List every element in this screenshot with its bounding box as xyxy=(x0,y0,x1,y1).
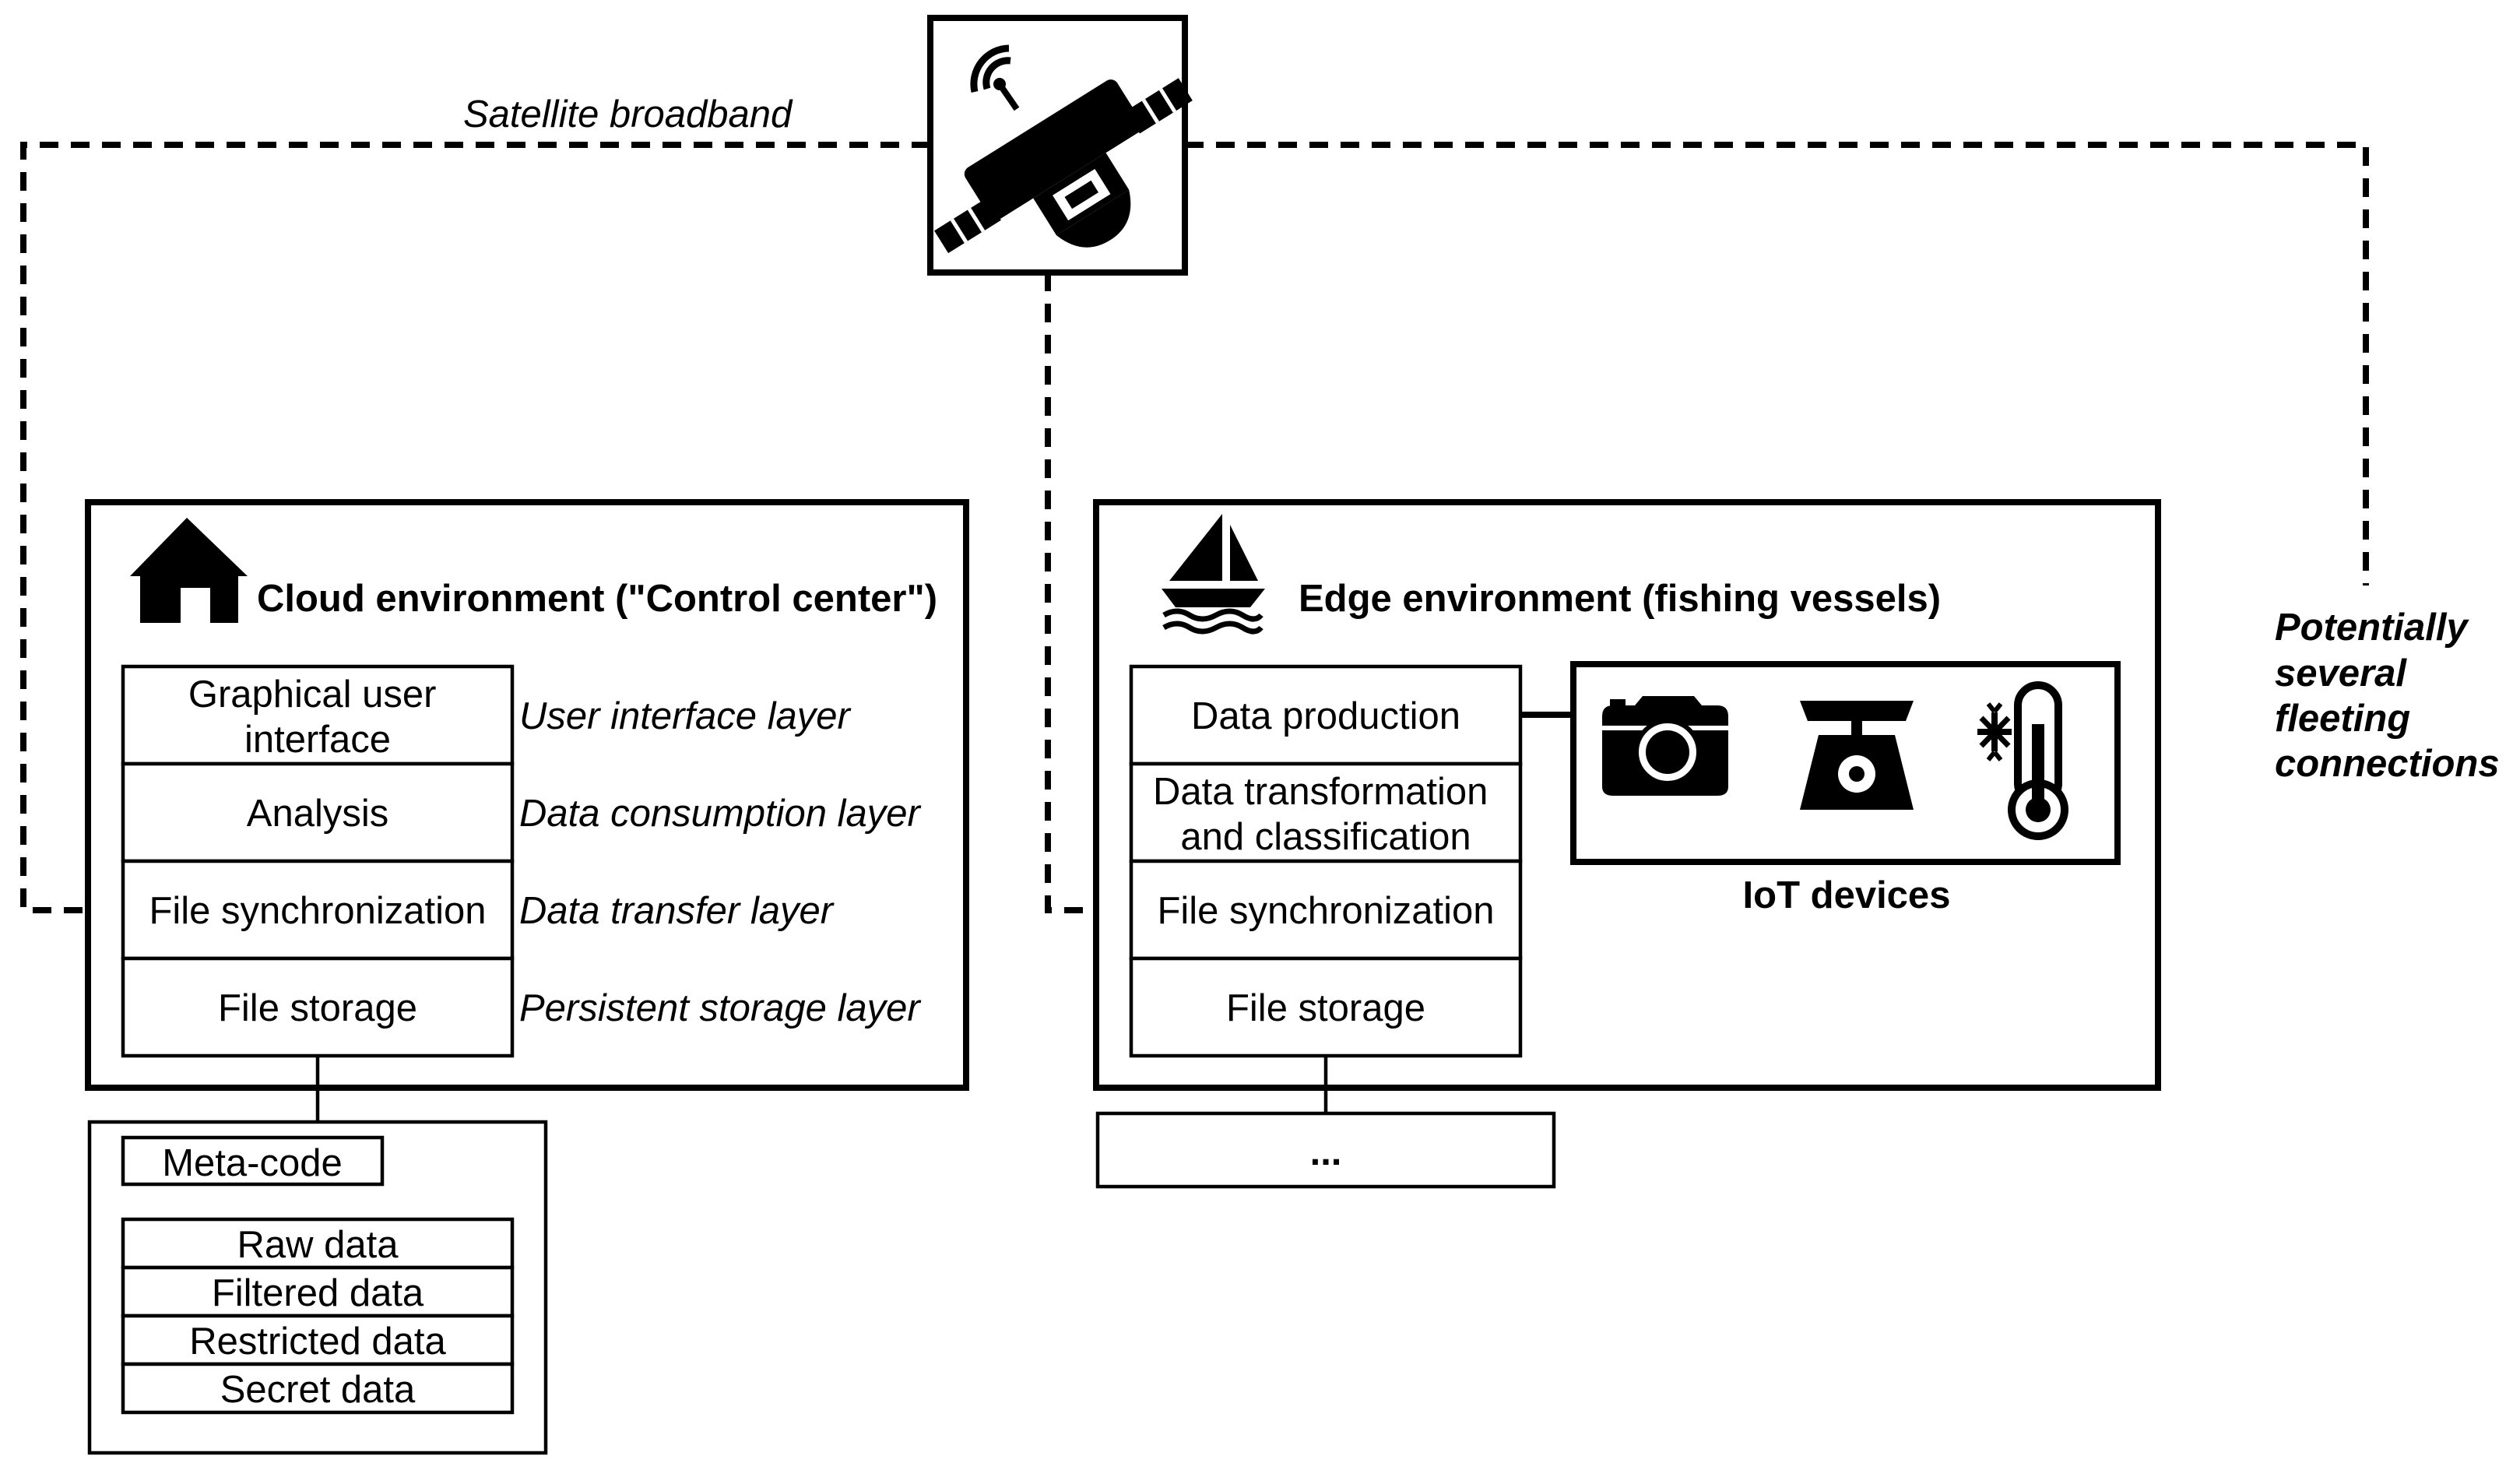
stack-cell-graphical-user-interface xyxy=(121,664,515,766)
stack-label-line: Graphical user xyxy=(188,673,437,716)
layer-label-persistent-storage: Persistent storage layer xyxy=(519,987,921,1029)
stack-label: File storage xyxy=(1226,987,1425,1029)
data-item-label: Secret data xyxy=(220,1369,416,1411)
layer-label-user-interface: User interface layer xyxy=(519,695,852,737)
stack-cell-analysis xyxy=(121,761,515,863)
satellite-node xyxy=(927,15,1193,276)
edge-storage-detail xyxy=(1095,1111,1556,1189)
data-item-restricted xyxy=(121,1314,515,1366)
cloud-environment: Cloud environment ("Control center") Gra… xyxy=(85,499,969,1091)
stack-label: Analysis xyxy=(247,793,388,835)
edge-environment-title: Edge environment (fishing vessels) xyxy=(1299,578,1941,620)
cloud-environment-title: Cloud environment ("Control center") xyxy=(257,578,937,620)
stack-label-line: Data transformation xyxy=(1153,771,1488,813)
thermometer-icon xyxy=(1977,681,2068,840)
edge-environment: Edge environment (fishing vessels) Data … xyxy=(1093,499,2161,1091)
stack-label: File synchronization xyxy=(1157,890,1494,932)
stack-label: Data production xyxy=(1191,695,1460,737)
stack-cell-file-storage xyxy=(1129,956,1523,1058)
cloud-storage-detail: Meta-code Raw data Filtered data Restric… xyxy=(87,1120,548,1455)
scale-icon xyxy=(1800,701,1914,810)
meta-code-box xyxy=(121,1135,385,1187)
stack-label: Graphical user interface xyxy=(188,673,447,761)
fleeting-connections-note: Potentially several fleeting connections xyxy=(2275,607,2500,785)
house-icon xyxy=(130,518,248,623)
fleeting-connection-link xyxy=(1185,142,2369,586)
layer-label-data-transfer: Data transfer layer xyxy=(519,890,835,932)
data-item-label: Filtered data xyxy=(212,1272,424,1314)
stack-cell-data-transformation xyxy=(1129,761,1523,863)
note-line: fleeting xyxy=(2275,698,2410,740)
iot-devices-label: IoT devices xyxy=(1743,874,1951,916)
stack-label-line: interface xyxy=(244,719,391,761)
note-line: several xyxy=(2275,652,2407,695)
data-item-filtered xyxy=(121,1265,515,1318)
data-item-secret xyxy=(121,1362,515,1415)
stack-cell-file-synchronization xyxy=(121,859,515,961)
meta-code-label: Meta-code xyxy=(162,1142,343,1184)
stack-label-line: and classification xyxy=(1180,816,1471,858)
satellite-broadband-label: Satellite broadband xyxy=(463,93,793,135)
camera-icon xyxy=(1602,696,1728,796)
stack-label: File storage xyxy=(218,987,417,1029)
stack-label: Data transformation and classification xyxy=(1153,771,1499,858)
data-item-label: Raw data xyxy=(237,1224,399,1266)
edge-storage-ellipsis: ... xyxy=(1310,1131,1342,1173)
stack-label: File synchronization xyxy=(149,890,486,932)
sailboat-icon xyxy=(1162,514,1265,635)
data-item-label: Restricted data xyxy=(189,1321,446,1363)
note-line: connections xyxy=(2275,743,2500,785)
layer-label-data-consumption: Data consumption layer xyxy=(519,793,921,835)
stack-cell-data-production xyxy=(1129,664,1523,766)
note-line: Potentially xyxy=(2275,607,2470,649)
stack-cell-file-synchronization xyxy=(1129,859,1523,961)
satellite-icon xyxy=(934,44,1193,254)
cloud-satellite-link xyxy=(20,142,930,913)
